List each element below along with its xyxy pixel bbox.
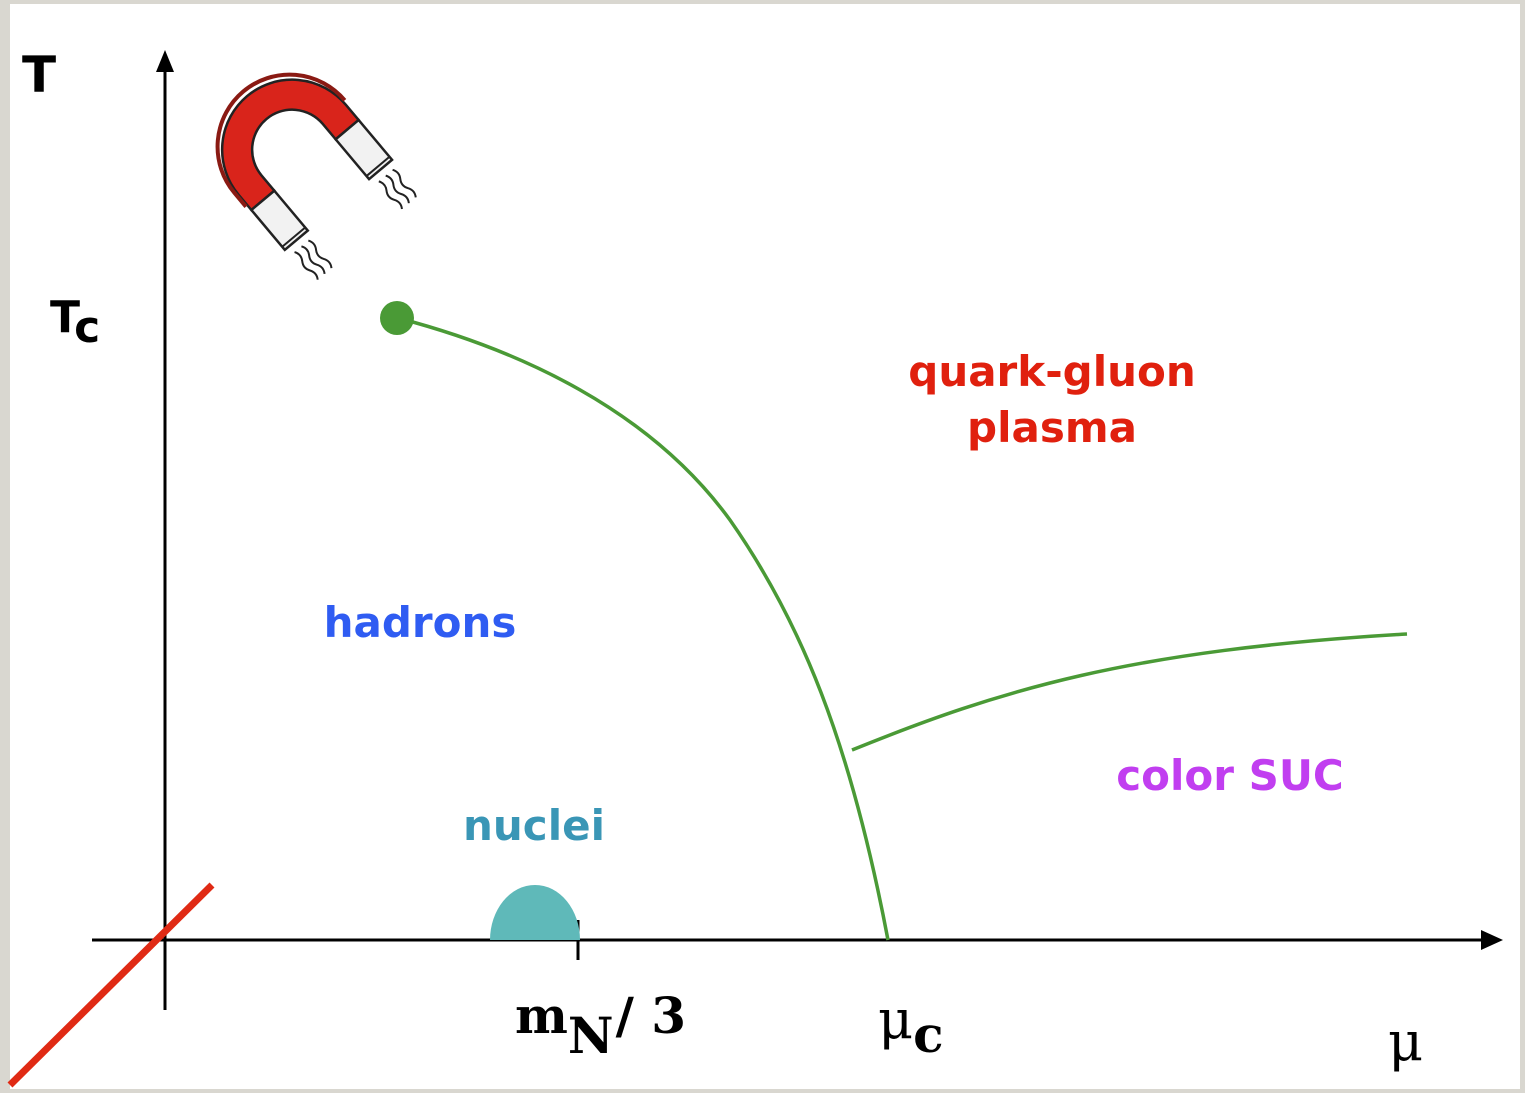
hadrons-label: hadrons xyxy=(324,598,517,647)
x-axis-label: μ xyxy=(1388,1010,1423,1073)
color-suc-label: color SUC xyxy=(1116,751,1344,800)
critical-point xyxy=(380,301,414,335)
qgp-label-line2: plasma xyxy=(967,403,1137,452)
qgp-label-line1: quark-gluon xyxy=(908,347,1196,396)
nuclei-label: nuclei xyxy=(463,801,605,850)
y-axis-label: T xyxy=(22,46,56,104)
